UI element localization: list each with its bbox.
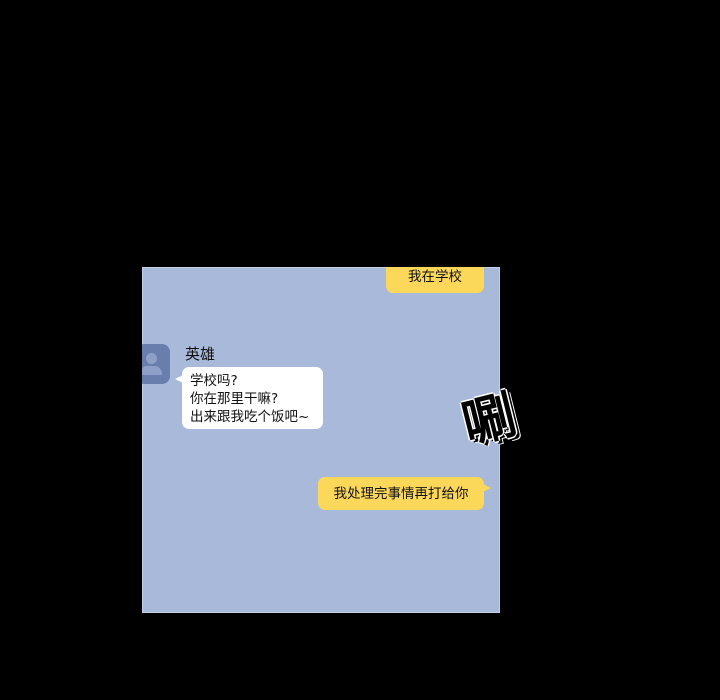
sender-name: 英雄 bbox=[185, 345, 216, 363]
message-line: 你在那里干嘛? bbox=[190, 391, 279, 407]
message-text: 我在学校 bbox=[408, 269, 462, 285]
outgoing-message: 我处理完事情再打给你 bbox=[318, 477, 491, 510]
message-line: 出来跟我吃个饭吧~ bbox=[190, 409, 310, 425]
incoming-message: 学校吗? 你在那里干嘛? 出来跟我吃个饭吧~ bbox=[175, 367, 323, 429]
outgoing-message: 我在学校 bbox=[386, 267, 484, 293]
chat-panel: 我在学校 英雄 学校吗? 你在那里干嘛? 出来跟我吃个饭吧~ 我处理完事情再打给… bbox=[142, 267, 500, 613]
message-text: 我处理完事情再打给你 bbox=[333, 485, 469, 502]
message-line: 学校吗? bbox=[190, 373, 238, 389]
avatar-icon bbox=[142, 344, 170, 384]
